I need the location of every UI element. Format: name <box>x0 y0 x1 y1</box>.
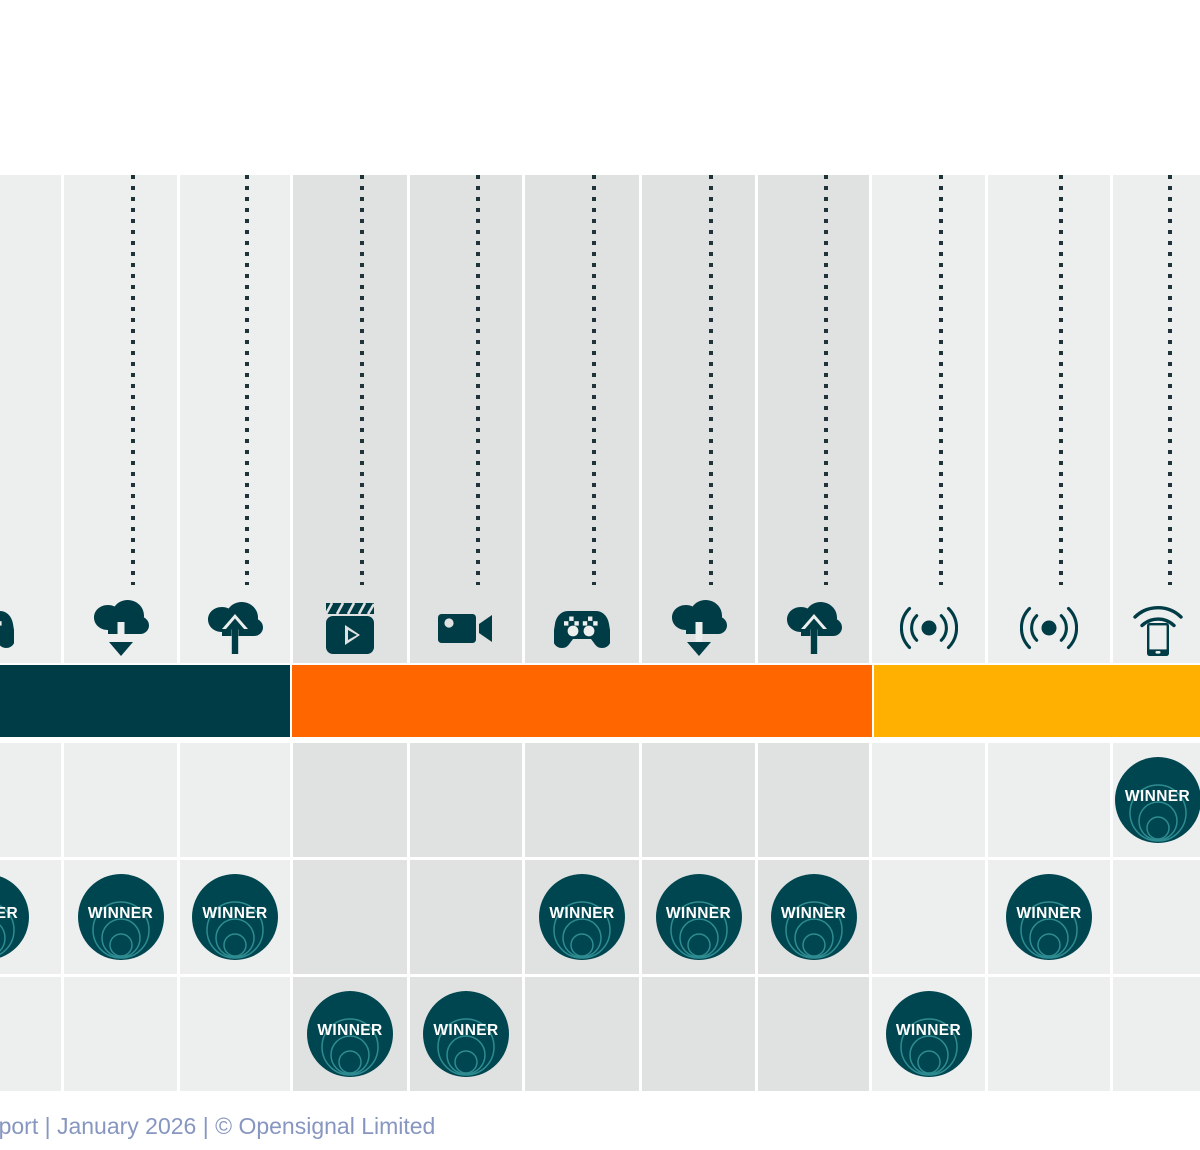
award-cell: WINNER <box>642 860 755 974</box>
award-cell-bg <box>410 860 522 974</box>
award-cell-bg <box>64 977 177 1091</box>
winner-badge-graphic <box>770 874 857 960</box>
award-cell-bg <box>758 743 869 857</box>
award-cells: WINNER WINNER WINNER WINNER <box>0 175 1200 1110</box>
winner-badge: WINNER <box>1114 757 1200 843</box>
winner-badge-graphic <box>655 874 742 960</box>
column-header-cell <box>410 175 522 663</box>
winner-badge-label: WINNER <box>0 905 19 922</box>
award-cell-bg <box>293 860 407 974</box>
column-header-cell <box>525 175 639 663</box>
award-cell-bg <box>525 977 639 1091</box>
winner-badge: WINNER <box>655 874 742 960</box>
winner-badge-graphic <box>1006 874 1092 960</box>
award-cell-bg <box>872 743 985 857</box>
award-cell: WINNER <box>0 860 61 974</box>
award-cell-bg <box>642 743 755 857</box>
winner-badge-label: WINNER <box>1124 788 1191 805</box>
award-cell-bg <box>180 743 290 857</box>
winner-badge-label: WINNER <box>895 1022 962 1039</box>
award-cell: WINNER <box>1113 743 1200 857</box>
column-header-cell <box>293 175 407 663</box>
winner-badge-label: WINNER <box>202 905 268 922</box>
award-cell: WINNER <box>410 977 522 1091</box>
winner-badge-graphic <box>77 874 164 960</box>
award-cell-bg <box>1113 977 1200 1091</box>
column-header-cell <box>180 175 290 663</box>
column-header-cell <box>642 175 755 663</box>
winner-badge: WINNER <box>77 874 164 960</box>
column-header-cell <box>872 175 985 663</box>
award-cell: WINNER <box>64 860 177 974</box>
winner-badge: WINNER <box>423 991 509 1077</box>
column-backgrounds <box>0 175 1200 1110</box>
winner-badge: WINNER <box>192 874 278 960</box>
winner-badge-graphic <box>192 874 278 960</box>
winner-badge-label: WINNER <box>665 905 732 922</box>
winner-badge-graphic <box>307 991 393 1077</box>
award-cell: WINNER <box>872 977 985 1091</box>
winner-badge-label: WINNER <box>780 905 847 922</box>
winner-badge: WINNER <box>0 874 29 960</box>
award-cell-bg <box>525 743 639 857</box>
winner-badge-graphic <box>0 876 29 958</box>
winner-badge-graphic <box>539 874 625 960</box>
award-cell-bg <box>180 977 290 1091</box>
category-bar <box>292 665 872 737</box>
winner-badge-graphic <box>885 991 972 1077</box>
winner-badge: WINNER <box>539 874 625 960</box>
winner-badge-graphic <box>1114 757 1200 843</box>
winner-badge-graphic <box>423 991 509 1077</box>
winner-badge-label: WINNER <box>549 905 615 922</box>
column-header-cell <box>758 175 869 663</box>
category-bar <box>0 665 290 737</box>
winner-badge-label: WINNER <box>1016 905 1082 922</box>
award-cell-bg <box>758 977 869 1091</box>
award-cell-bg <box>1113 860 1200 974</box>
award-cell: WINNER <box>758 860 869 974</box>
award-cell: WINNER <box>988 860 1110 974</box>
award-cell-bg <box>0 743 61 857</box>
awards-matrix: WINNER WINNER WINNER WINNER <box>0 175 1200 1110</box>
award-cell-bg <box>642 977 755 1091</box>
winner-badge: WINNER <box>885 991 972 1077</box>
column-header-cell <box>1113 175 1200 663</box>
winner-badge-label: WINNER <box>433 1022 499 1039</box>
award-cell-bg <box>0 977 61 1091</box>
award-cell-bg <box>988 977 1110 1091</box>
winner-badge: WINNER <box>307 991 393 1077</box>
category-bar <box>874 665 1200 737</box>
award-cell: WINNER <box>525 860 639 974</box>
footer-text: e Report | January 2026 | © Opensignal L… <box>0 1113 436 1139</box>
award-cell: WINNER <box>180 860 290 974</box>
award-cell: WINNER <box>293 977 407 1091</box>
column-header-cell <box>0 175 61 663</box>
award-cell-bg <box>293 743 407 857</box>
winner-badge-label: WINNER <box>87 905 154 922</box>
winner-badge-label: WINNER <box>317 1022 383 1039</box>
category-bars <box>0 175 1200 1110</box>
award-cell-bg <box>64 743 177 857</box>
award-cell-bg <box>410 743 522 857</box>
column-header-cell <box>64 175 177 663</box>
award-cell-bg <box>988 743 1110 857</box>
winner-badge: WINNER <box>770 874 857 960</box>
column-header-cell <box>988 175 1110 663</box>
winner-badge: WINNER <box>1006 874 1092 960</box>
award-cell-bg <box>872 860 985 974</box>
